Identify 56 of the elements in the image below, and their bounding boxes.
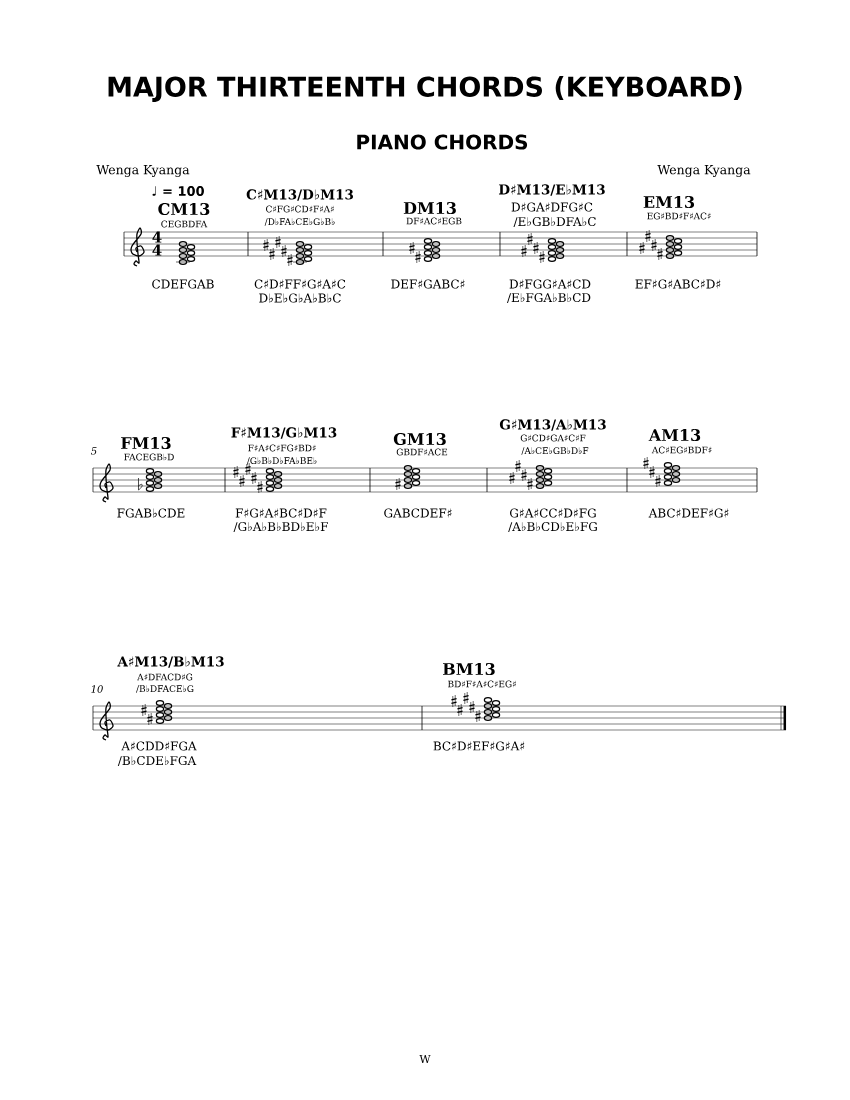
chord-name: A♯M13/B♭M13 [117, 656, 224, 668]
chord-name: BM13 [443, 662, 495, 676]
scale-notes: BC♯D♯EF♯G♯A♯ [433, 741, 525, 751]
page-footer: W [419, 1055, 431, 1063]
chord-name: C♯M13/D♭M13 [246, 189, 353, 201]
chord-name: D♯M13/E♭M13 [499, 184, 605, 196]
chord-notes: G♯CD♯GA♯C♯F [520, 434, 586, 442]
scale-notes: /A♭B♭CD♭E♭FG [508, 522, 597, 532]
chord-notes: /A♭CE♭GB♭D♭F [521, 447, 589, 455]
subtitle: PIANO CHORDS [357, 134, 528, 150]
composer-name: Wenga Kyanga [96, 165, 190, 177]
time-signature: 4 [152, 231, 162, 243]
scale-notes: F♯G♯A♯BC♯D♯F [235, 508, 327, 518]
chord-notes: FACEGB♭D [124, 453, 174, 461]
chord-notes: CEGBDFA [161, 220, 208, 228]
scale-notes: CDEFGAB [152, 279, 214, 289]
measure-number: 5 [91, 447, 97, 455]
scale-notes: D♯FGG♯A♯CD [509, 279, 591, 289]
chord-name: CM13 [158, 202, 210, 216]
scale-notes: D♯GA♯DFG♯C [511, 202, 593, 212]
scale-notes: FGAB♭CDE [117, 508, 185, 518]
measure-number: 10 [91, 685, 103, 693]
chord-notes: AC♯EG♯BDF♯ [651, 446, 712, 454]
scale-notes: /B♭CDE♭FGA [117, 756, 197, 766]
chord-notes: DF♯AC♯EGB [406, 217, 462, 225]
scale-notes: /G♭A♭B♭BD♭E♭F [233, 522, 328, 532]
scale-notes: A♯CDD♯FGA [121, 741, 197, 751]
chord-name: EM13 [643, 195, 695, 209]
scale-notes: /E♭FGA♭B♭CD [507, 293, 591, 303]
scale-notes: DEF♯GABC♯ [391, 279, 465, 289]
scale-notes: ABC♯DEF♯G♯ [648, 508, 729, 518]
chord-name: F♯M13/G♭M13 [231, 427, 337, 439]
time-signature: 4 [152, 244, 162, 256]
chord-notes: C♯FG♯CD♯F♯A♯ [266, 205, 334, 213]
title: MAJOR THIRTEENTH CHORDS (KEYBOARD) [108, 76, 742, 102]
chord-name: AM13 [648, 428, 701, 442]
chord-notes: /B♭DFACE♭G [136, 685, 194, 693]
scale-notes: G♯A♯CC♯D♯FG [510, 508, 596, 518]
scale-notes: /E♭GB♭DFA♭C [513, 217, 596, 227]
chord-notes: GBDF♯ACE [396, 448, 448, 456]
chord-name: GM13 [393, 432, 446, 446]
chord-notes: /D♭FA♭CE♭G♭B♭ [264, 218, 335, 226]
chord-notes: /G♭B♭D♭FA♭BE♭ [246, 457, 317, 465]
scale-notes: EF♯G♯ABC♯D♯ [635, 279, 721, 289]
chord-name: DM13 [403, 201, 456, 215]
scale-notes: C♯D♯FF♯G♯A♯C [254, 279, 346, 289]
chord-notes: F♯A♯C♯FG♯BD♯ [248, 444, 316, 452]
chord-name: G♯M13/A♭M13 [499, 419, 606, 431]
tempo-marking: ♩ = 100 [152, 186, 204, 196]
chord-notes: EG♯BD♯F♯AC♯ [647, 212, 711, 220]
scale-notes: D♭E♭G♭A♭B♭C [259, 293, 341, 303]
chord-notes: A♯DFACD♯G [137, 673, 193, 681]
scale-notes: GABCDEF♯ [384, 508, 452, 518]
chord-name: FM13 [121, 436, 171, 450]
chord-notes: BD♯F♯A♯C♯EG♯ [448, 680, 516, 688]
composer-name: Wenga Kyanga [657, 165, 751, 177]
